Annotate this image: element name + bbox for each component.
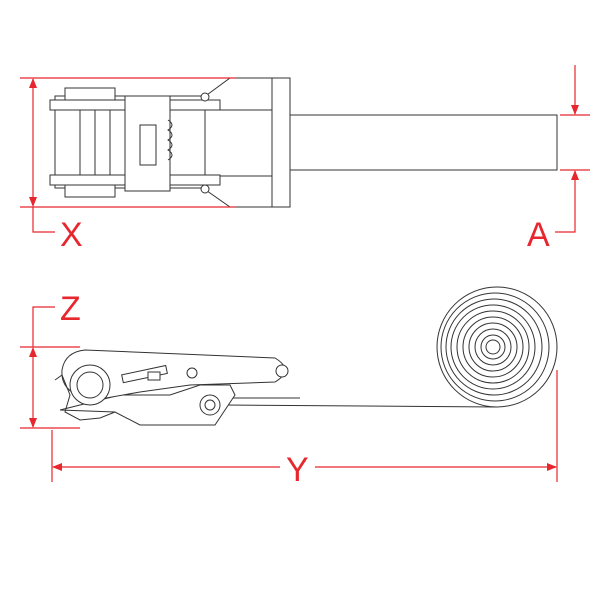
strap-top-view — [287, 114, 558, 171]
dimension-y-label: Y — [286, 451, 309, 489]
dimension-a-label: A — [527, 216, 550, 254]
side-view — [54, 286, 558, 426]
strap-side — [224, 397, 498, 408]
bolt — [199, 394, 221, 416]
top-view — [49, 77, 558, 208]
dimension-y — [51, 370, 558, 482]
end-hook-top — [271, 77, 291, 208]
dimension-a — [555, 65, 590, 233]
dimension-x-label: X — [60, 216, 83, 254]
strap-coil — [436, 286, 558, 408]
dimension-z — [20, 306, 80, 429]
ratchet-spool — [69, 364, 111, 406]
dimension-z-label: Z — [60, 290, 81, 328]
dimension-x — [20, 77, 235, 233]
